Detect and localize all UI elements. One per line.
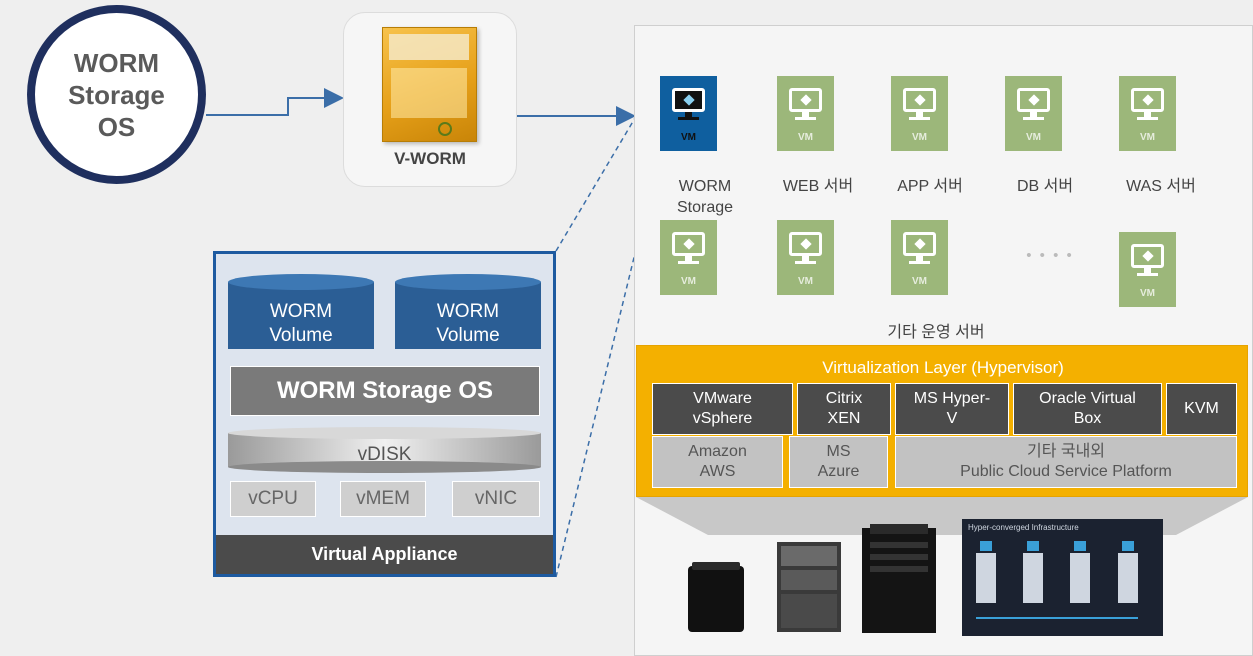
worm-storage-os-bar: WORM Storage OS (230, 366, 540, 416)
vm-tag: VM (1140, 132, 1155, 143)
vm-app-server-icon: VM (891, 76, 948, 151)
virtualization-title: Virtualization Layer (Hypervisor) (822, 358, 1064, 377)
worm-storage-label: WORM Storage (676, 178, 734, 216)
vdisk-label: vDISK (357, 444, 412, 465)
nas-device-icon (688, 562, 744, 632)
web-server-label: WEB 서버 (782, 178, 854, 195)
vm-tag: VM (681, 276, 696, 287)
hyper-converged-infrastructure-image: Hyper-converged Infrastructure (962, 519, 1163, 636)
ellipsis: • • • • (1026, 247, 1074, 264)
db-server-label: DB 서버 (1016, 178, 1074, 195)
product-box-panel (391, 68, 467, 118)
vm-other-server-icon: VM (891, 220, 948, 295)
vworm-product-box-image (382, 27, 477, 142)
worm-volume-1-label: WORM Volume (269, 301, 333, 346)
product-box-banner (389, 34, 469, 60)
vworm-label: V-WORM (394, 149, 466, 168)
hypervisor-citrix: Citrix XEN (797, 383, 891, 435)
worm-storage-os-circle: WORM Storage OS (27, 5, 206, 184)
vm-tag: VM (912, 276, 927, 287)
hypervisor-oracle-vbox: Oracle Virtual Box (1013, 383, 1162, 435)
vm-db-server-icon: VM (1005, 76, 1062, 151)
vm-web-server-icon: VM (777, 76, 834, 151)
hypervisor-vmware: VMware vSphere (652, 383, 793, 435)
vm-other-server-icon: VM (1119, 232, 1176, 307)
vm-tag: VM (681, 132, 696, 143)
vcpu-block: vCPU (230, 481, 316, 517)
vmem-block: vMEM (340, 481, 426, 517)
circle-inner: WORM Storage OS (33, 11, 200, 178)
hci-nodes-icon (976, 541, 1138, 619)
vm-worm-storage-icon: VM (660, 76, 717, 151)
other-servers-label: 기타 운영 서버 (887, 324, 985, 341)
circle-to-vworm-arrow (206, 88, 344, 116)
worm-volume-2-label: WORM Volume (436, 301, 500, 346)
worm-volume-1-cylinder (228, 274, 374, 349)
rack-server-icon (777, 542, 841, 632)
hci-label: Hyper-converged Infrastructure (968, 523, 1079, 532)
cloud-ms-azure: MS Azure (789, 436, 888, 488)
hypervisor-hyperv: MS Hyper- V (895, 383, 1009, 435)
vdisk-cylinder (228, 427, 541, 473)
hypervisor-kvm: KVM (1166, 383, 1237, 435)
worm-volume-2-cylinder (395, 274, 541, 349)
was-server-label: WAS 서버 (1126, 178, 1196, 195)
vworm-product-card: V-WORM (343, 12, 517, 187)
vm-tag: VM (798, 132, 813, 143)
cloud-amazon-aws: Amazon AWS (652, 436, 783, 488)
virtual-appliance-box: WORM Volume WORM Volume WORM Storage OS … (213, 251, 556, 577)
vm-other-server-icon: VM (777, 220, 834, 295)
cloud-other-platforms: 기타 국내외 Public Cloud Service Platform (895, 436, 1237, 488)
circle-label: WORM Storage OS (68, 47, 165, 142)
vm-other-server-icon: VM (660, 220, 717, 295)
vm-tag: VM (1140, 288, 1155, 299)
vm-tag: VM (798, 276, 813, 287)
power-logo-icon (438, 122, 452, 136)
vm-was-server-icon: VM (1119, 76, 1176, 151)
vnic-block: vNIC (452, 481, 540, 517)
vm-tag: VM (1026, 132, 1041, 143)
tower-server-icon (862, 524, 936, 633)
virtualization-layer: Virtualization Layer (Hypervisor) VMware… (636, 345, 1248, 497)
vm-tag: VM (912, 132, 927, 143)
virtual-appliance-footer: Virtual Appliance (216, 535, 553, 574)
app-server-label: APP 서버 (897, 178, 963, 195)
